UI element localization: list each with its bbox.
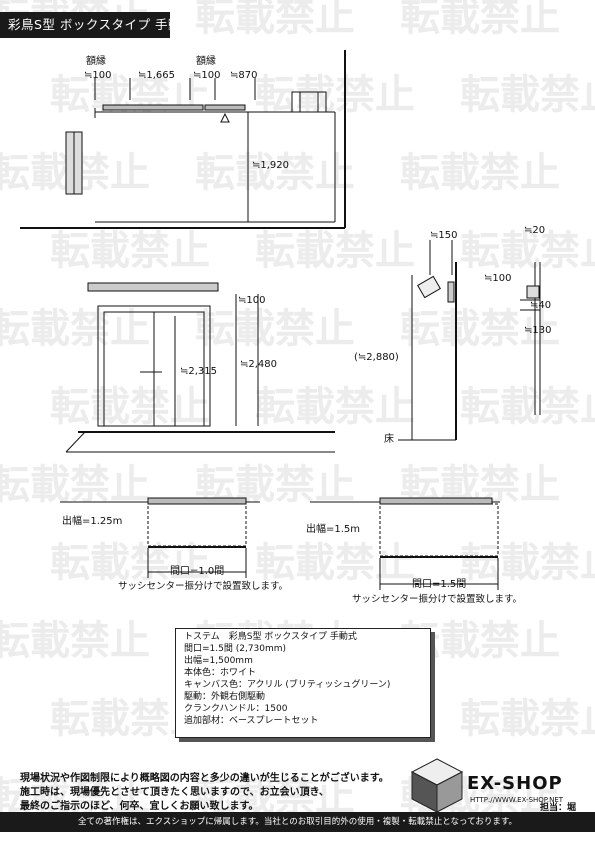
plan-small-note: サッシセンター振分けで設置致します。 bbox=[118, 581, 289, 592]
person-in-charge: 担当：堀 bbox=[540, 803, 577, 813]
page-title: 彩鳥S型 ボックスタイプ 手動式 bbox=[0, 12, 194, 38]
front-dim-2480: ≒2,480 bbox=[240, 359, 278, 370]
front-view-drawing bbox=[65, 282, 335, 453]
spec-line-frontage: 間口=1.5間 (2,730mm) bbox=[184, 644, 287, 654]
watermark-9: 転載禁止 bbox=[50, 228, 210, 274]
watermark-4: 転載禁止 bbox=[255, 72, 415, 118]
watermark-24: 転載禁止 bbox=[0, 618, 150, 664]
plan-large-note: サッシセンター振分けで設置致します。 bbox=[352, 594, 523, 605]
brand-name: EX-SHOP bbox=[467, 773, 563, 794]
watermark-1: 転載禁止 bbox=[195, 0, 355, 40]
footer-note-2: 施工時は、現場優先とさせて頂きたく思いますので、お立会い頂き、 bbox=[20, 787, 329, 798]
brand-url: HTTP://WWW.EX-SHOP.NET bbox=[470, 796, 564, 804]
exshop-logo-cube bbox=[410, 758, 464, 813]
watermark-16: 転載禁止 bbox=[255, 384, 415, 430]
bracket-view-drawing bbox=[520, 262, 541, 415]
watermark-8: 転載禁止 bbox=[400, 150, 560, 196]
side-view-drawing bbox=[398, 240, 457, 441]
spec-line-canvas-color: キャンバス色：アクリル (ブリティッシュグリーン) bbox=[184, 680, 391, 690]
spec-line-drive: 駆動：外観右側駆動 bbox=[184, 692, 266, 702]
spec-line-body-color: 本体色：ホワイト bbox=[184, 668, 257, 678]
watermark-11: 転載禁止 bbox=[460, 228, 595, 274]
watermark-22: 転載禁止 bbox=[255, 540, 415, 586]
floor-label: 床 bbox=[384, 434, 394, 445]
watermark-18: 転載禁止 bbox=[0, 462, 150, 508]
spec-line-projection: 出幅=1,500mm bbox=[184, 656, 253, 666]
bracket-dim-130: ≒130 bbox=[524, 325, 552, 336]
dim-870: ≒870 bbox=[230, 70, 258, 81]
footer-note-1: 現場状況や作図制限により概略図の内容と多少の違いが生じることがございます。 bbox=[20, 773, 389, 784]
bracket-dim-40: ≒40 bbox=[530, 300, 552, 311]
side-dim-150: ≒150 bbox=[430, 230, 458, 241]
plan-small-projection: 出幅=1.25m bbox=[62, 516, 123, 527]
plan-small-drawing bbox=[60, 497, 260, 578]
front-dim-2315: ≒2,315 bbox=[180, 366, 218, 377]
watermark-13: 転載禁止 bbox=[195, 306, 355, 352]
footer-notes: 現場状況や作図制限により概略図の内容と多少の違いが生じることがございます。 施工… bbox=[20, 772, 410, 814]
watermark-23: 転載禁止 bbox=[460, 540, 595, 586]
copyright-bar: 全ての著作権は、エクスショップに帰属します。当社とのお取引目的外の使用・複製・転… bbox=[0, 812, 595, 832]
watermark-7: 転載禁止 bbox=[195, 150, 355, 196]
frame-label-right: 額縁 bbox=[196, 56, 216, 67]
plan-large-drawing bbox=[310, 497, 500, 590]
bracket-dim-20: ≒20 bbox=[524, 225, 546, 236]
dim-1920: ≒1,920 bbox=[252, 160, 290, 171]
watermark-2: 転載禁止 bbox=[400, 0, 560, 40]
watermark-15: 転載禁止 bbox=[50, 384, 210, 430]
front-dim-100: ≒100 bbox=[238, 295, 266, 306]
plan-small-frontage: 間口=1.0間 bbox=[170, 566, 225, 577]
dim-100-b: ≒100 bbox=[193, 70, 221, 81]
watermark-10: 転載禁止 bbox=[255, 228, 415, 274]
side-dim-2880: (≒2,880) bbox=[354, 352, 399, 363]
spec-line-option: 追加部材：ベースプレートセット bbox=[184, 716, 319, 726]
dim-1665: ≒1,665 bbox=[138, 70, 176, 81]
watermark-17: 転載禁止 bbox=[460, 384, 595, 430]
watermark-29: 転載禁止 bbox=[460, 696, 595, 742]
footer-note-3: 最終のご指示のほど、何卒、宜しくお願い致します。 bbox=[20, 801, 259, 812]
dim-100-a: ≒100 bbox=[84, 70, 112, 81]
spec-line-product: トステム 彩鳥S型 ボックスタイプ 手動式 bbox=[184, 632, 357, 642]
spec-box: トステム 彩鳥S型 ボックスタイプ 手動式 間口=1.5間 (2,730mm) … bbox=[175, 628, 431, 738]
watermark-12: 転載禁止 bbox=[0, 306, 150, 352]
frame-label-left: 額縁 bbox=[86, 56, 106, 67]
bracket-dim-100: ≒100 bbox=[484, 273, 512, 284]
top-view-drawing bbox=[20, 50, 346, 229]
plan-large-projection: 出幅=1.5m bbox=[306, 524, 361, 535]
spec-line-crank: クランクハンドル：1500 bbox=[184, 704, 288, 714]
watermark-14: 転載禁止 bbox=[400, 306, 560, 352]
watermark-5: 転載禁止 bbox=[460, 72, 595, 118]
plan-large-frontage: 間口=1.5間 bbox=[412, 579, 467, 590]
